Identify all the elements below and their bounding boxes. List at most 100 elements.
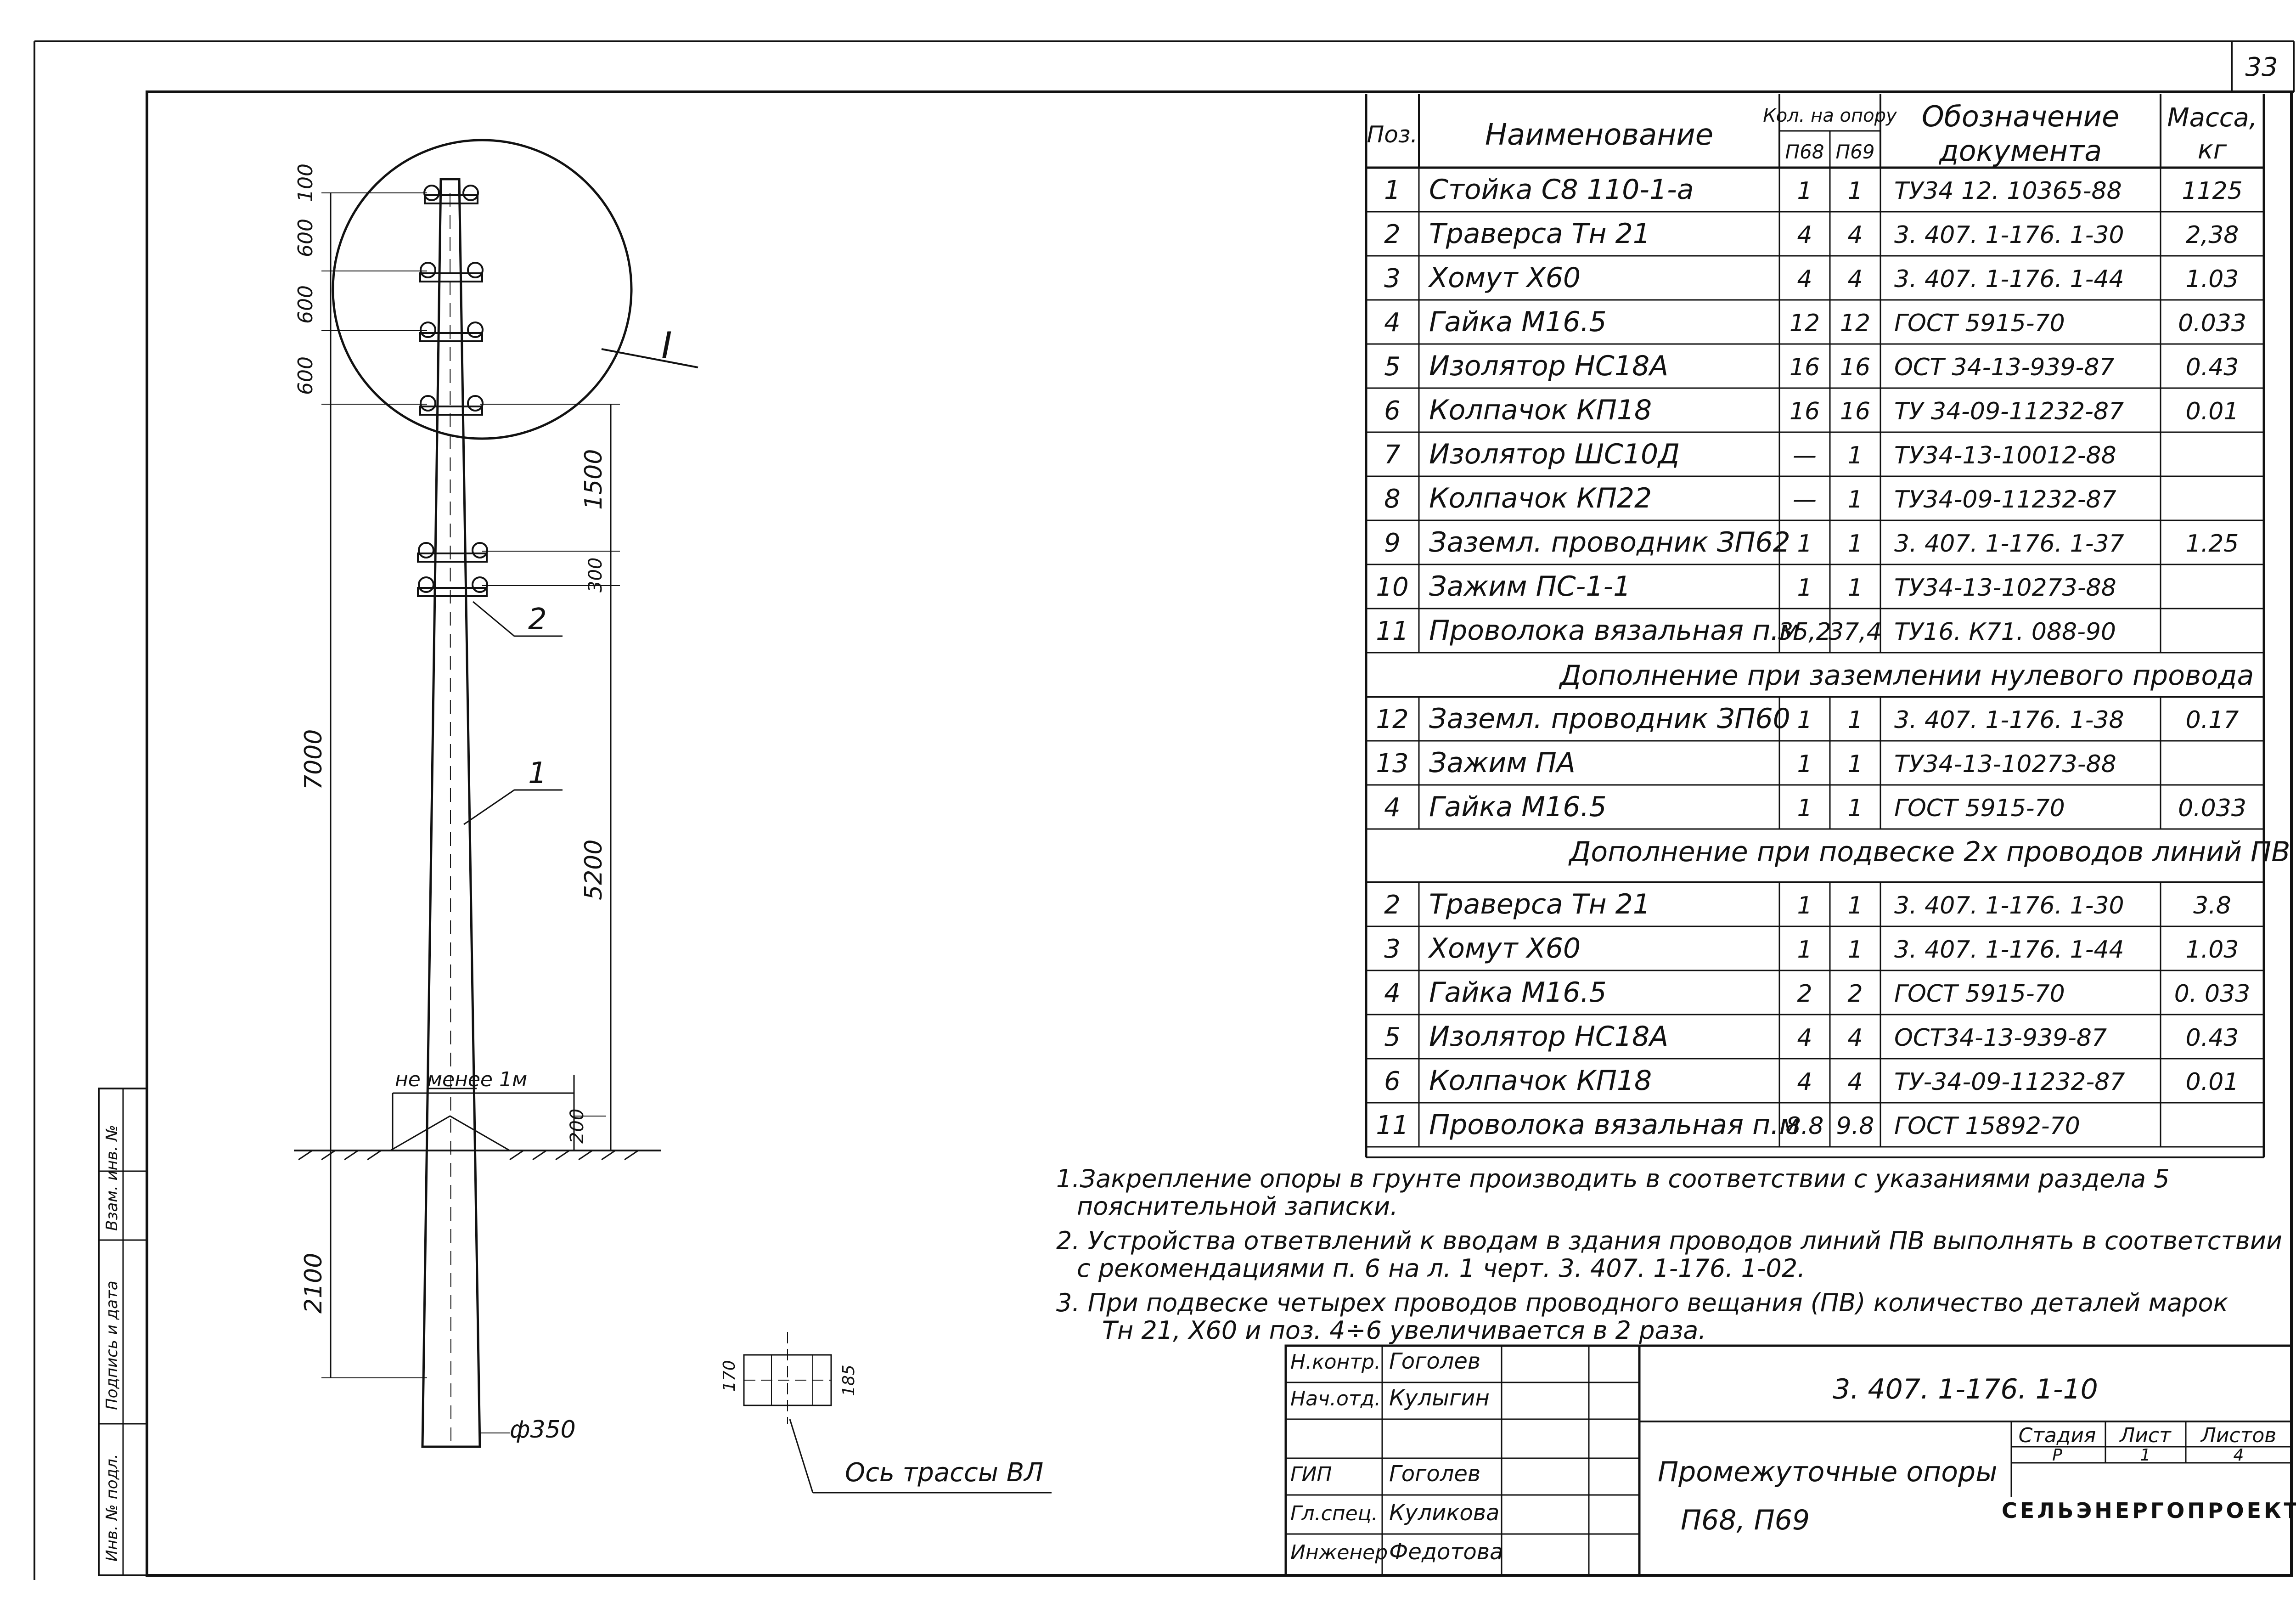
table-cell-name: Заземл. проводник ЗП62 — [1429, 526, 1790, 558]
ground-hatching — [298, 1150, 639, 1161]
table-cell-qty-p69: 2 — [1847, 980, 1863, 1008]
header-mass: Масса, — [2167, 103, 2257, 133]
table-cell-mass: 1.25 — [2186, 530, 2239, 558]
table-cell-qty-p68: 1 — [1797, 177, 1812, 205]
table-cell-pos: 6 — [1384, 396, 1401, 426]
header-name: Наименование — [1485, 118, 1713, 152]
table-cell-qty-p68: 12 — [1790, 310, 1820, 337]
table-cell-qty-p69: 1 — [1847, 706, 1863, 734]
header-qty-p69: П69 — [1835, 141, 1874, 163]
table-cell-name: Хомут Х60 — [1428, 932, 1581, 964]
table-cell-qty-p68: 35,2 — [1778, 618, 1831, 646]
header-pos: Поз. — [1367, 121, 1418, 148]
table-cell-doc: 3. 407. 1-176. 1-37 — [1894, 530, 2124, 558]
crossarm-3 — [419, 321, 484, 342]
table-cell-qty-p69: 1 — [1847, 750, 1863, 778]
table-cell-doc: ТУ 34-09-11232-87 — [1894, 398, 2124, 425]
sheet-value: 1 — [2140, 1446, 2151, 1465]
dim-300: 300 — [585, 558, 606, 592]
callout-2: 2 — [528, 603, 547, 637]
table-cell-qty-p68: 8.8 — [1786, 1112, 1824, 1140]
table-cell-mass: 0.01 — [2186, 398, 2239, 425]
organization-name: СЕЛЬЭНЕРГОПРОЕКТ — [2002, 1498, 2296, 1523]
table-cell-doc: ТУ34-13-10273-88 — [1894, 574, 2116, 602]
table-cell-pos: 7 — [1384, 440, 1401, 470]
table-cell-name: Стойка С8 110-1-а — [1429, 174, 1694, 206]
note-line-5: 3. При подвеске четырех проводов проводн… — [1056, 1288, 2228, 1317]
signer-role: Нач.отд. — [1290, 1387, 1381, 1410]
table-cell-qty-p69: 12 — [1840, 310, 1870, 337]
table-cell-doc: 3. 407. 1-176. 1-30 — [1894, 221, 2124, 249]
signer-name: Куликова — [1389, 1500, 1499, 1526]
table-cell-mass: 0.033 — [2178, 310, 2246, 337]
notes: 1.Закрепление опоры в грунте производить… — [1056, 1164, 2282, 1345]
table-cell-name: Проволока вязальная п.м — [1429, 1109, 1800, 1141]
table-cell-pos: 10 — [1376, 572, 1408, 602]
crossarm-4 — [419, 395, 484, 416]
table-cell-qty-p69: 9.8 — [1836, 1112, 1874, 1140]
table-cell-pos: 4 — [1384, 308, 1401, 338]
signer-role: ГИП — [1290, 1463, 1332, 1486]
crossarm-5 — [417, 542, 488, 563]
section-title-grounding: Дополнение при заземлении нулевого прово… — [1559, 660, 2254, 692]
signer-name: Гоголев — [1389, 1348, 1480, 1374]
signer-name: Гоголев — [1389, 1461, 1480, 1487]
table-cell-doc: ГОСТ 15892-70 — [1894, 1112, 2080, 1140]
dim-5200: 5200 — [580, 840, 608, 900]
table-cell-mass: 0.17 — [2186, 706, 2239, 734]
table-cell-qty-p68: 1 — [1797, 892, 1812, 919]
sheet-frame: 33 — [34, 40, 2295, 1580]
table-cell-qty-p69: 1 — [1847, 795, 1863, 822]
table-cell-qty-p68: 1 — [1797, 574, 1812, 602]
table-cell-doc: 3. 407. 1-176. 1-44 — [1894, 265, 2124, 293]
dim-2100: 2100 — [300, 1253, 327, 1314]
table-cell-mass: 0.01 — [2186, 1068, 2239, 1096]
table-cell-qty-p69: 16 — [1840, 354, 1870, 381]
table-cell-mass: 1.03 — [2186, 936, 2239, 964]
table-cell-pos: 4 — [1384, 793, 1401, 823]
signer-role: Н.контр. — [1290, 1350, 1381, 1374]
table-cell-doc: ТУ34-13-10012-88 — [1894, 442, 2116, 469]
table-cell-mass: 0.43 — [2186, 1024, 2239, 1052]
table-cell-name: Изолятор НС18А — [1429, 350, 1668, 382]
note-line-4: с рекомендациями п. 6 на л. 1 черт. 3. 4… — [1077, 1254, 1805, 1283]
table-cell-qty-p69: 16 — [1840, 398, 1870, 425]
table-cell-doc: ГОСТ 5915-70 — [1894, 980, 2065, 1008]
table-cell-qty-p68: 16 — [1790, 354, 1820, 381]
plan-view: 170 185 Ось трассы ВЛ — [720, 1332, 1052, 1494]
note-line-6: Тн 21, Х60 и поз. 4÷6 увеличивается в 2 … — [1102, 1316, 1706, 1345]
table-cell-name: Траверса Тн 21 — [1429, 888, 1650, 920]
table-cell-name: Изолятор НС18А — [1429, 1021, 1668, 1053]
stage-label: Стадия — [2019, 1424, 2096, 1447]
table-cell-name: Изолятор ШС10Д — [1429, 438, 1680, 470]
table-cell-name: Гайка М16.5 — [1429, 976, 1607, 1009]
inner-frame — [146, 90, 2293, 1577]
table-cell-qty-p68: — — [1793, 442, 1817, 469]
table-cell-qty-p68: 4 — [1797, 221, 1812, 249]
table-cell-qty-p69: 37,4 — [1829, 618, 1882, 646]
table-cell-doc: 3. 407. 1-176. 1-38 — [1894, 706, 2124, 734]
soil-mound — [388, 1115, 512, 1151]
dim-600-b: 600 — [294, 285, 317, 324]
table-cell-mass: 2,38 — [2186, 221, 2239, 249]
table-cell-doc: ТУ34 12. 10365-88 — [1894, 177, 2122, 205]
table-cell-qty-p68: — — [1793, 486, 1817, 513]
table-cell-qty-p69: 1 — [1847, 177, 1863, 205]
ground-note: не менее 1м — [395, 1068, 527, 1091]
table-cell-pos: 11 — [1376, 616, 1408, 646]
drawing-title-line-1: Промежуточные опоры — [1658, 1456, 1997, 1488]
table-cell-pos: 2 — [1384, 220, 1401, 249]
table-cell-qty-p69: 1 — [1847, 936, 1863, 964]
sheet-label: Лист — [2119, 1424, 2172, 1447]
dim-600-c: 600 — [294, 356, 317, 395]
table-cell-pos: 3 — [1384, 934, 1401, 964]
table-cell-doc: 3. 407. 1-176. 1-44 — [1894, 936, 2124, 964]
table-cell-pos: 5 — [1384, 1022, 1401, 1052]
crossarm-6 — [417, 576, 488, 597]
table-cell-doc: ТУ-34-09-11232-87 — [1894, 1068, 2125, 1096]
stage-value: Р — [2052, 1446, 2062, 1465]
table-cell-mass: 1125 — [2182, 177, 2242, 205]
table-cell-name: Зажим ПА — [1429, 747, 1576, 779]
